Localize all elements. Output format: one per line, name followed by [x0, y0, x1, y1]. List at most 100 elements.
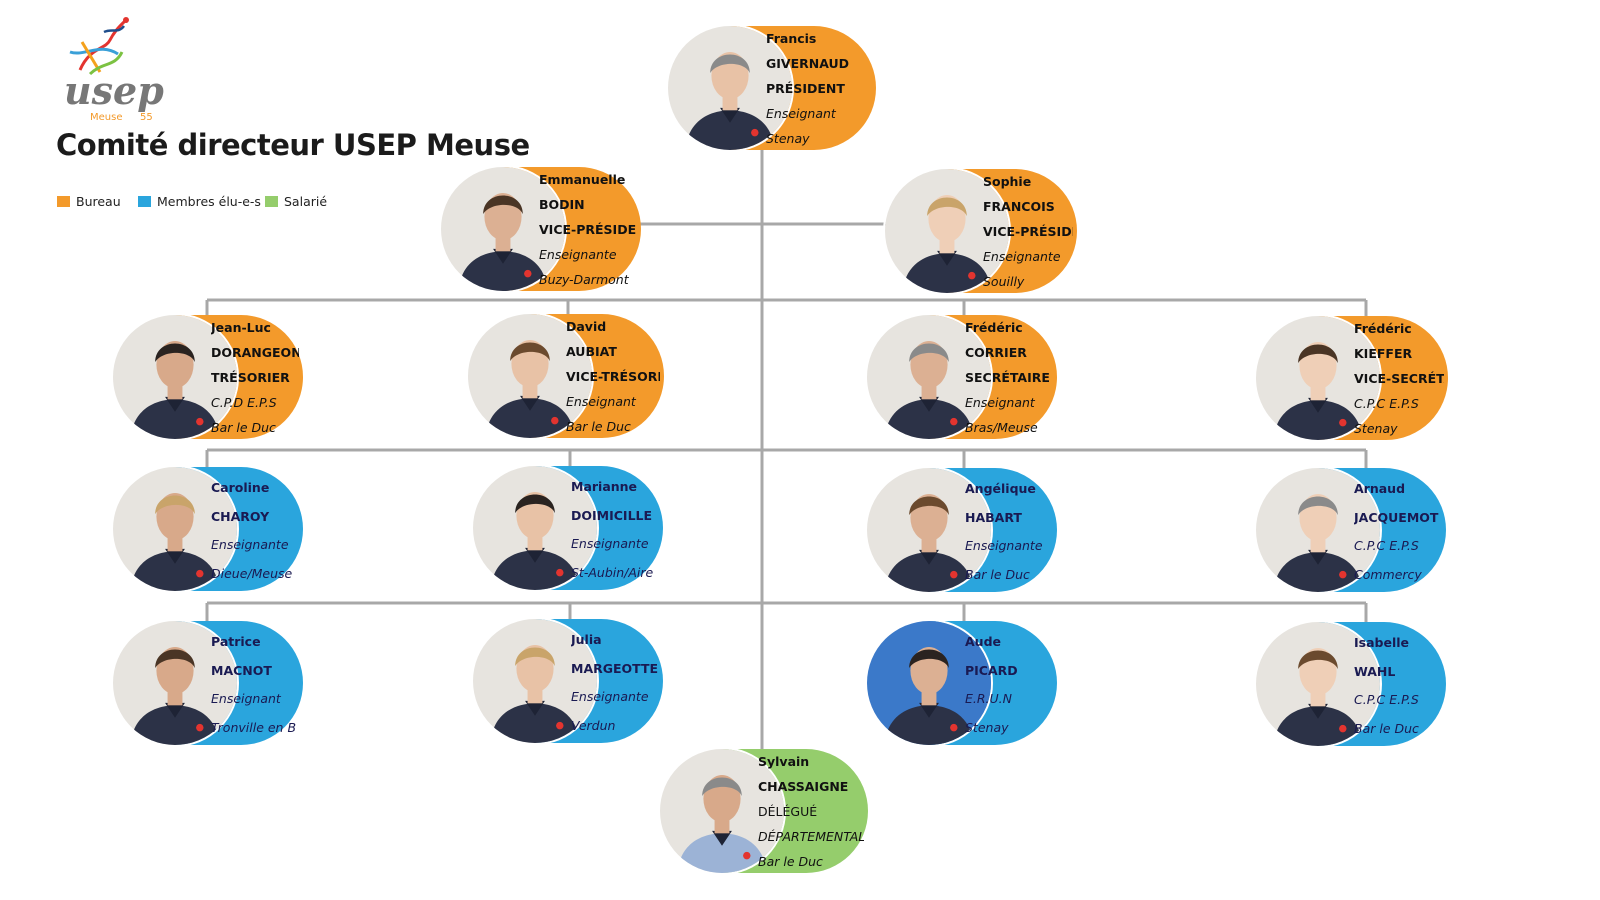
person-last-name: MARGEOTTE [571, 660, 659, 676]
logo-word: usep [64, 68, 164, 113]
person-first-name: Patrice [211, 635, 261, 649]
person-photo [473, 619, 597, 743]
person-occupation: Enseignant [211, 691, 281, 707]
person-location: Bar le Duc [1354, 720, 1419, 736]
person-occupation: Enseignant [965, 395, 1035, 410]
person-last-name: DOIMICILLE [571, 507, 653, 523]
person-first-name: Marianne [571, 480, 638, 494]
person-first-name: Emmanuelle [539, 173, 626, 187]
person-role: DÉLÉGUÉ [758, 804, 818, 819]
person-last-name: AUBIAT [566, 344, 617, 359]
person-photo [113, 315, 237, 439]
person-occupation: C.P.C E.P.S [1354, 538, 1419, 554]
person-location: Souilly [983, 274, 1025, 289]
person-location: Bar le Duc [758, 854, 823, 869]
person-role: VICE-SECRÉTAIRE [1354, 371, 1444, 386]
legend-swatch-salarie [265, 196, 278, 207]
person-role: VICE-TRÉSORIER [566, 369, 660, 384]
person-photo [441, 167, 565, 291]
person-last-name: CHAROY [211, 508, 270, 524]
legend-label-membres: Membres élu-e-s [157, 194, 261, 209]
person-occupation: Enseignante [983, 249, 1061, 264]
person-card-emmanuelle-bodin: EmmanuelleBODINVICE-PRÉSIDENTEEnseignant… [441, 167, 641, 291]
person-photo [113, 467, 237, 591]
person-photo [885, 169, 1009, 293]
person-last-name: PICARD [965, 662, 1018, 678]
person-photo [1256, 468, 1380, 592]
legend-item-salarie: Salarié [265, 194, 327, 209]
legend-swatch-bureau [57, 196, 70, 207]
person-location: St-Aubin/Aire [571, 564, 654, 580]
person-last-name: FRANCOIS [983, 199, 1055, 214]
person-photo [1256, 622, 1380, 746]
person-last-name: JACQUEMOT [1354, 509, 1439, 525]
person-location: Stenay [1354, 421, 1398, 436]
person-occupation: C.P.C E.P.S [1354, 396, 1419, 411]
person-last-name: WAHL [1354, 663, 1396, 679]
person-location: Bras/Meuse [965, 420, 1038, 435]
legend-item-membres: Membres élu-e-s [138, 194, 261, 209]
person-location: Tronville en B [211, 719, 297, 735]
person-occupation: C.P.C E.P.S [1354, 692, 1419, 708]
person-occupation: C.P.D E.P.S [211, 395, 277, 410]
person-location: Stenay [766, 131, 810, 146]
person-photo [867, 621, 991, 745]
person-occupation: Enseignante [571, 689, 649, 705]
logo-sub-left: Meuse [90, 112, 122, 123]
person-location: Stenay [965, 719, 1009, 735]
page-title: Comité directeur USEP Meuse [56, 128, 530, 162]
person-last-name: HABART [965, 509, 1022, 525]
person-first-name: Angélique [965, 482, 1036, 496]
person-location: Bar le Duc [211, 420, 276, 435]
person-photo [867, 315, 991, 439]
person-info: SophieFRANCOISVICE-PRÉSIDENTEEnseignante… [983, 175, 1073, 289]
person-photo [113, 621, 237, 745]
person-role: SECRÉTAIRE [965, 370, 1050, 385]
legend-item-bureau: Bureau [57, 194, 121, 209]
person-photo [660, 749, 784, 873]
person-card-sophie-francois: SophieFRANCOISVICE-PRÉSIDENTEEnseignante… [885, 169, 1077, 293]
person-last-name: MACNOT [211, 662, 272, 678]
logo-sub-right: 55 [140, 112, 153, 123]
person-photo [468, 314, 592, 438]
person-first-name: Julia [571, 633, 602, 647]
person-first-name: Sophie [983, 175, 1032, 189]
person-first-name: Caroline [211, 481, 270, 495]
person-last-name: DORANGEON [211, 345, 299, 360]
person-occupation: Enseignant [566, 394, 636, 409]
person-first-name: Jean-Luc [211, 321, 271, 335]
person-first-name: Aude [965, 635, 1001, 649]
person-occupation: Enseignant [766, 106, 836, 121]
person-first-name: Frédéric [965, 321, 1023, 335]
person-first-name: Isabelle [1354, 636, 1409, 650]
person-role: PRÉSIDENT [766, 81, 845, 96]
person-last-name: CHASSAIGNE [758, 779, 849, 794]
legend-label-salarie: Salarié [284, 194, 328, 209]
person-photo [668, 26, 792, 150]
person-last-name: CORRIER [965, 345, 1027, 360]
